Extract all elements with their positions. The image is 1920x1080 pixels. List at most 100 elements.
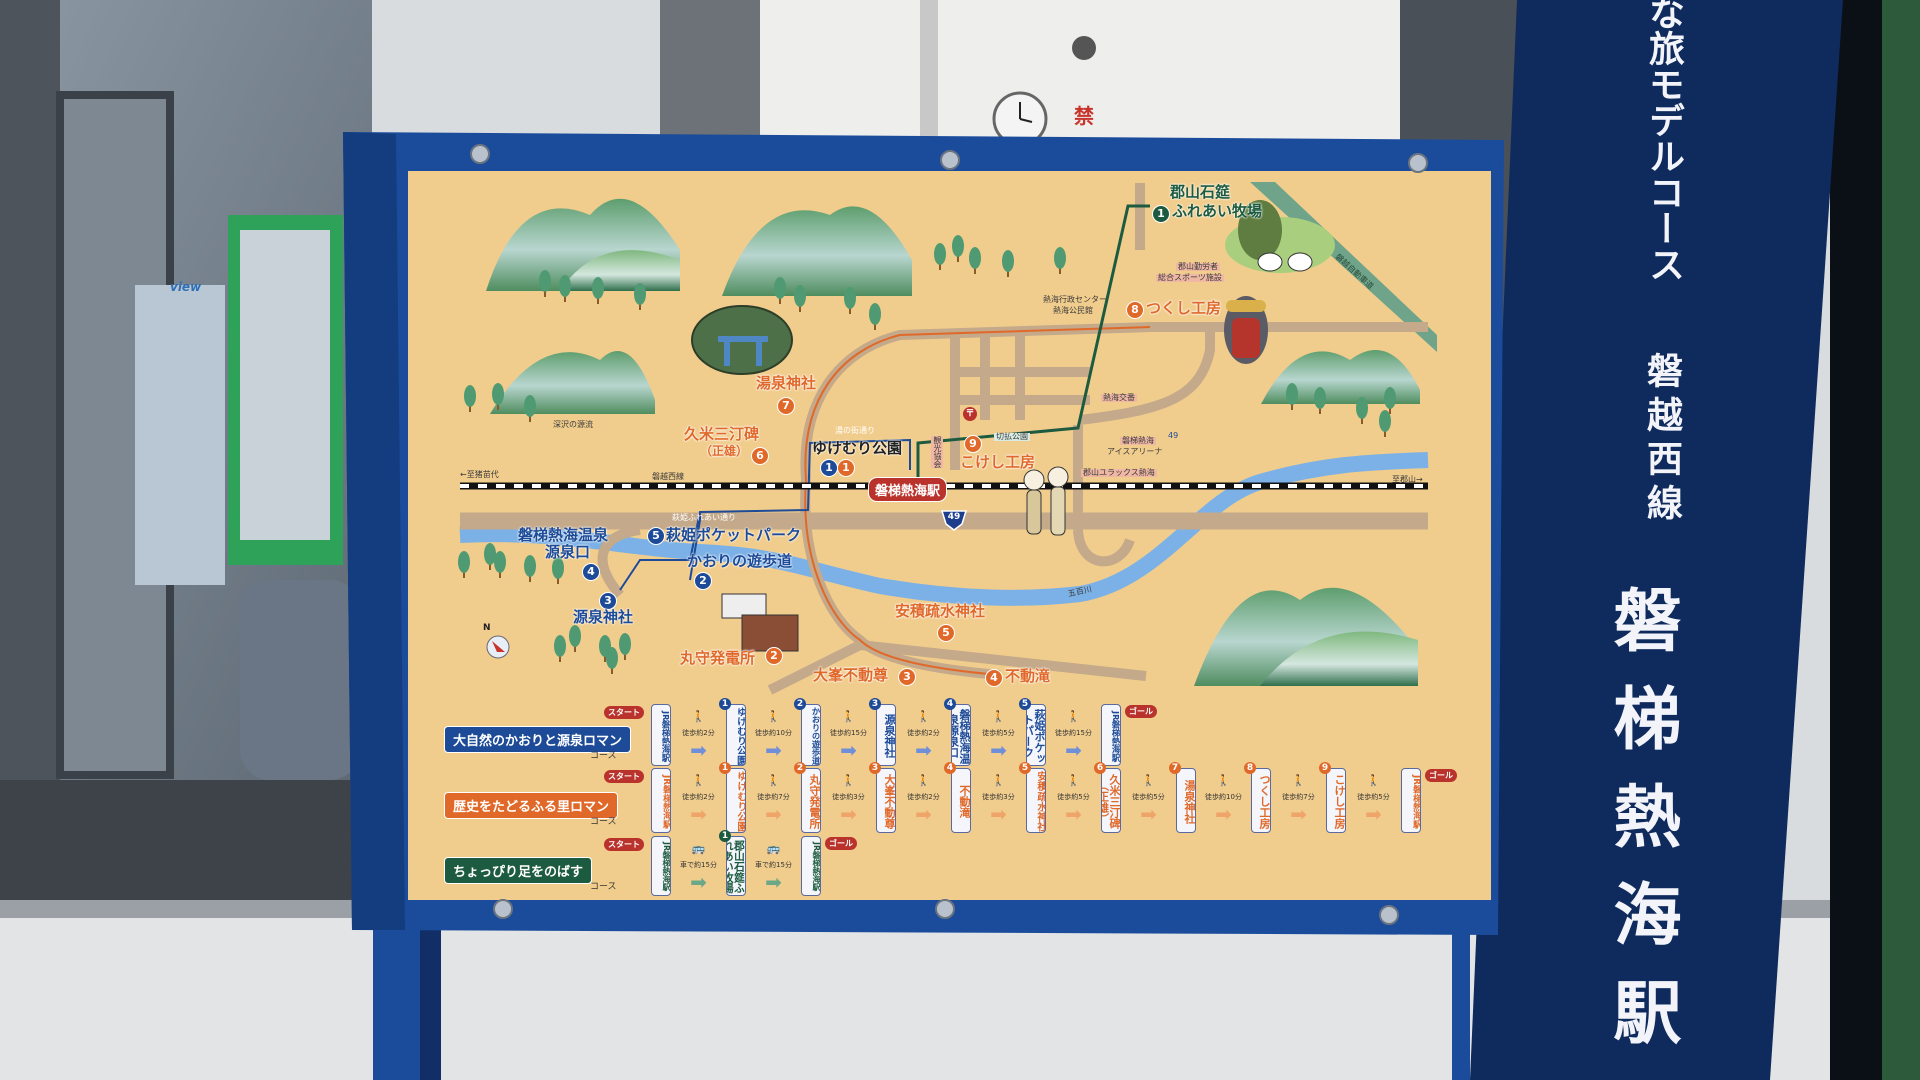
badge-green-1: 1 xyxy=(1152,205,1170,223)
course-stop-card: 源泉神社 xyxy=(876,704,896,766)
omine-label: 大峯不動尊 xyxy=(813,666,889,684)
asaka-shrine-label: 安積疏水神社 xyxy=(895,602,986,620)
course-stop-card: かおりの遊歩道 xyxy=(801,704,821,766)
course-stop-number: 4 xyxy=(944,698,956,710)
tree-icon xyxy=(569,625,581,647)
arrow-right-icon: ➡ xyxy=(840,738,857,762)
upper-wall xyxy=(760,0,1520,140)
arrow-right-icon: ➡ xyxy=(690,870,707,894)
marumori-label: 丸守発電所 xyxy=(680,649,756,667)
course-stop-card: 丸守発電所 xyxy=(801,768,821,833)
arrow-right-icon: ➡ xyxy=(840,802,857,826)
arrow-right-icon: ➡ xyxy=(990,802,1007,826)
course-leg-time: 徒歩約2分 xyxy=(682,793,715,801)
tree-icon xyxy=(552,557,564,579)
arrow-right-icon: ➡ xyxy=(915,738,932,762)
pillar-station-name: 磐梯熱海駅 xyxy=(1601,585,1680,1075)
course-leg-time: 徒歩約2分 xyxy=(907,729,940,737)
station-pillar xyxy=(1470,0,1843,1080)
fudotaki-label: 不動滝 xyxy=(1005,667,1051,685)
tree-icon xyxy=(1002,250,1014,272)
river xyxy=(459,452,1429,606)
course-stop-number: 5 xyxy=(1019,698,1031,710)
badge-blue-1: 1 xyxy=(820,459,838,477)
start-tag: スタート xyxy=(604,770,644,783)
no-sign: 禁 xyxy=(1074,104,1094,128)
course-leg-time: 徒歩約7分 xyxy=(1282,793,1315,801)
farm-sheep-icon xyxy=(1225,200,1335,273)
fukasawa-label: 深沢の源流 xyxy=(553,420,593,429)
course-stop-number: 1 xyxy=(719,830,731,842)
route-number-label: 49 xyxy=(1168,431,1179,440)
post-office-icon: 〒 xyxy=(963,407,977,421)
power-station-icon xyxy=(721,593,799,652)
course-stop-number: 9 xyxy=(1319,762,1331,774)
course-stop-number: 4 xyxy=(944,762,956,774)
tsukushi-workshop-label: つくし工房 xyxy=(1146,299,1222,317)
car-icon: 🚌 xyxy=(691,842,706,855)
tree-icon xyxy=(952,235,964,257)
kume-label-1: 久米三汀碑 xyxy=(684,425,760,443)
arrow-right-icon: ➡ xyxy=(915,802,932,826)
tree-icon xyxy=(484,543,496,565)
course-sub-label: コース xyxy=(590,882,617,892)
chair xyxy=(240,580,360,780)
badge-blue-4: 4 xyxy=(582,563,600,581)
badge-blue-2: 2 xyxy=(694,572,712,590)
course-stop-card: JR磐梯熱海駅 xyxy=(651,768,671,833)
walking-icon: 🚶 xyxy=(1066,710,1081,723)
tree-icon xyxy=(1286,383,1298,405)
arrow-right-icon: ➡ xyxy=(690,802,707,826)
to-koriyama-label: 至郡山→ xyxy=(1392,475,1423,484)
course-leg-time: 徒歩約10分 xyxy=(1205,793,1242,801)
tree-icon xyxy=(606,647,618,669)
yuracks-label: 郡山ユラックス熱海 xyxy=(1081,468,1157,477)
course-leg-time: 徒歩約5分 xyxy=(982,729,1015,737)
course-leg-time: 車で約15分 xyxy=(680,861,717,869)
arrow-right-icon: ➡ xyxy=(1065,738,1082,762)
course-stop-number: 3 xyxy=(869,762,881,774)
arrow-right-icon: ➡ xyxy=(690,738,707,762)
goal-tag: ゴール xyxy=(1125,705,1157,718)
tree-icon xyxy=(1384,387,1396,409)
course-stop-number: 8 xyxy=(1244,762,1256,774)
badge-orange-3: 3 xyxy=(898,668,916,686)
walking-icon: 🚶 xyxy=(991,774,1006,787)
tree-icon xyxy=(458,551,470,573)
farm-label-2: ふれあい牧場 xyxy=(1172,202,1263,220)
course-stop-card: 久米三汀碑（正雄） xyxy=(1101,768,1121,833)
walking-icon: 🚶 xyxy=(916,710,931,723)
walking-icon: 🚶 xyxy=(991,710,1006,723)
arena-label-2: アイスアリーナ xyxy=(1107,447,1163,456)
course-stop-card: JR磐梯熱海駅 xyxy=(651,704,671,766)
course-stop-card: 磐梯熱海温泉源泉口 xyxy=(951,704,971,766)
pillar-line-name: 磐越西線 xyxy=(1641,352,1682,528)
hagihime-park-label: 萩姫ポケットパーク xyxy=(666,526,802,544)
gyosei-label-2: 熱海公民館 xyxy=(1053,306,1093,315)
course-stop-number: 2 xyxy=(794,698,806,710)
course-stop-card: つくし工房 xyxy=(1251,768,1271,833)
tree-icon xyxy=(934,243,946,265)
gensenguchi-label-2: 源泉口 xyxy=(545,543,591,561)
tree-icon xyxy=(559,275,571,297)
course-routes xyxy=(619,204,1151,676)
tree-icon xyxy=(464,385,476,407)
tree-icon xyxy=(592,277,604,299)
goal-tag: ゴール xyxy=(1425,769,1457,782)
arena-label-1: 磐梯熱海 xyxy=(1120,436,1156,445)
course-leg-time: 徒歩約3分 xyxy=(832,793,865,801)
course-leg-time: 徒歩約7分 xyxy=(757,793,790,801)
tree-icon xyxy=(969,247,981,269)
route-49-shield-icon xyxy=(940,510,968,531)
course-stop-card: JR磐梯熱海駅 xyxy=(1401,768,1421,833)
green-frame xyxy=(1882,0,1920,1080)
course-stop-number: 2 xyxy=(794,762,806,774)
course-sub-label: コース xyxy=(590,817,617,827)
kiosk xyxy=(135,285,225,585)
koban-label: 熱海交番 xyxy=(1101,393,1137,402)
course-stop-number: 7 xyxy=(1169,762,1181,774)
arrow-right-icon: ➡ xyxy=(765,802,782,826)
car-icon: 🚌 xyxy=(766,842,781,855)
kiosk-sign: view xyxy=(170,280,202,294)
